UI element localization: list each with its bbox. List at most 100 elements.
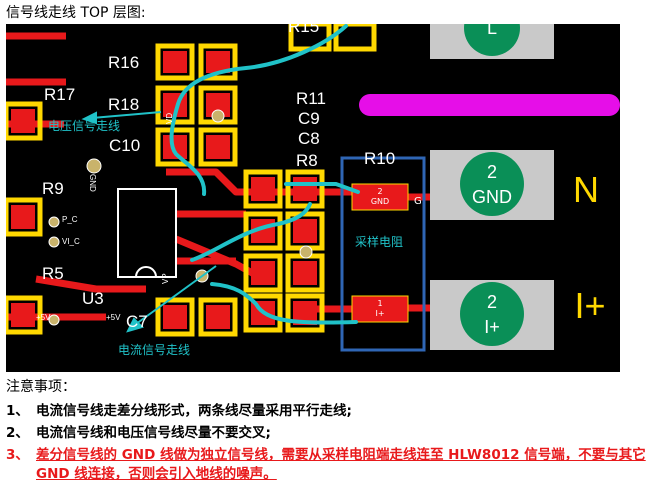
label-c7: C7 [126, 312, 148, 331]
pad-fill [206, 135, 230, 159]
note-item: 2、 电流信号线和电压信号线尽量不要交叉; [6, 424, 652, 443]
c10-pad-left [155, 127, 195, 167]
label-c10: C10 [109, 136, 140, 155]
note-text: 差分信号线的 GND 线做为独立信号线，需要从采样电阻端走线连至 HLW8012… [36, 447, 646, 482]
voltage-arrow-line [91, 111, 162, 119]
r10-pad2-net: GND [371, 197, 389, 206]
r16-pad-left [155, 43, 195, 81]
current-arrow-line [135, 265, 217, 325]
silk-vi-c: VI_C [62, 237, 80, 246]
c9-pad-left [243, 253, 283, 293]
label-c8: C8 [298, 129, 320, 148]
note-item-warning: 3、 差分信号线的 GND 线做为独立信号线，需要从采样电阻端走线连至 HLW8… [6, 446, 652, 484]
silk-vp: VP [161, 273, 170, 284]
pad-fill [11, 205, 35, 229]
current-signal-trace-gnd [284, 182, 360, 194]
via [299, 245, 313, 259]
silk-gnd-small: GND [88, 174, 97, 192]
sampling-resistor-box [340, 156, 426, 352]
iplus-pad-num: 2 [487, 292, 497, 312]
label-r17: R17 [44, 85, 75, 104]
note-number: 1、 [6, 403, 29, 419]
r10-pad-1 [351, 295, 409, 323]
r11-pad-left [243, 293, 283, 333]
via [48, 236, 60, 248]
iplus-via [460, 282, 524, 346]
r10-pad2-num: 2 [377, 187, 382, 196]
r10-pad1-num: 1 [377, 299, 382, 308]
label-r15: R15 [288, 24, 319, 36]
r17-pad [6, 101, 43, 141]
voltage-signal-trace [169, 24, 348, 196]
note-text: 电流信号线走差分线形式，两条线尽量采用平行走线; [36, 403, 352, 419]
power-trace-highlight [359, 94, 620, 116]
r9-pad [6, 197, 43, 237]
notes-section: 注意事项： 1、 电流信号线走差分线形式，两条线尽量采用平行走线; 2、 电流信… [6, 376, 652, 487]
note-item: 1、 电流信号线走差分线形式，两条线尽量采用平行走线; [6, 402, 652, 421]
gnd-pad-label: GND [472, 187, 512, 207]
r8-pad-right [285, 169, 325, 209]
r15-pad-2 [333, 24, 377, 52]
n-silk-label: N [573, 169, 599, 210]
r16-pad-right [198, 43, 238, 81]
pad-fill [206, 51, 230, 73]
u3-chip-outline [117, 188, 177, 278]
r10-pad-2 [351, 183, 409, 211]
label-u3: U3 [82, 289, 104, 308]
gnd-side-silk: G [414, 196, 422, 207]
note-number: 2、 [6, 425, 29, 441]
via [211, 109, 225, 123]
gnd-pad-num: 2 [487, 162, 497, 182]
via [48, 314, 60, 326]
label-r16: R16 [108, 53, 139, 72]
sampling-resistor-label: 采样电阻 [355, 234, 403, 249]
silk-p-c: P_C [62, 215, 78, 224]
iplus-pad-label: I+ [484, 317, 500, 337]
pad-fill [251, 177, 275, 201]
c7-pad-left [155, 297, 195, 337]
c7-pad-right [198, 297, 238, 337]
via [86, 158, 102, 174]
current-signal-trace-iplus [210, 282, 358, 325]
c8-pad-left [243, 211, 283, 251]
pad-fill [293, 261, 317, 285]
c10-pad-right [198, 127, 238, 167]
via [48, 216, 60, 228]
red-trace [35, 275, 146, 293]
pad-fill [206, 305, 230, 329]
top-pad-label: L [487, 24, 497, 38]
notes-heading: 注意事项： [6, 379, 76, 395]
iplus-silk-label: I+ [574, 285, 605, 326]
current-arrow-head [126, 317, 144, 333]
top-right-via [464, 24, 520, 56]
label-r10: R10 [364, 149, 395, 168]
pcb-layout-image: L 2 GND N 2 I+ I+ [6, 24, 620, 372]
r10-pad1-net: I+ [375, 309, 384, 318]
gnd-via [460, 152, 524, 216]
pad-fill [163, 305, 187, 329]
pad-fill [11, 109, 35, 133]
label-r5: R5 [42, 264, 64, 283]
silk-5v-b: +5V [36, 313, 51, 322]
voltage-trace-annotation: 电压信号走线 [48, 119, 120, 133]
current-trace-annotation: 电流信号走线 [118, 343, 190, 357]
pad-fill [251, 261, 275, 285]
silk-vd: VD [165, 113, 174, 124]
label-c9: C9 [298, 109, 320, 128]
silk-5v: +5V [106, 313, 121, 322]
voltage-arrow-head [81, 111, 97, 125]
u3-notch [135, 266, 157, 278]
current-signal-trace-diff [190, 202, 312, 262]
label-r8: R8 [296, 151, 318, 170]
label-r9: R9 [42, 179, 64, 198]
pad-fill [293, 219, 317, 243]
note-text: 电流信号线和电压信号线尽量不要交叉; [36, 425, 271, 441]
r5-pad [6, 295, 43, 335]
r8-pad-left [243, 169, 283, 209]
page-heading: 信号线走线 TOP 层图: [6, 5, 146, 21]
pad-fill [163, 51, 187, 73]
r11-pad-right [285, 293, 325, 333]
label-r11: R11 [296, 89, 326, 108]
pad-fill [293, 177, 317, 201]
label-r18: R18 [108, 95, 139, 114]
